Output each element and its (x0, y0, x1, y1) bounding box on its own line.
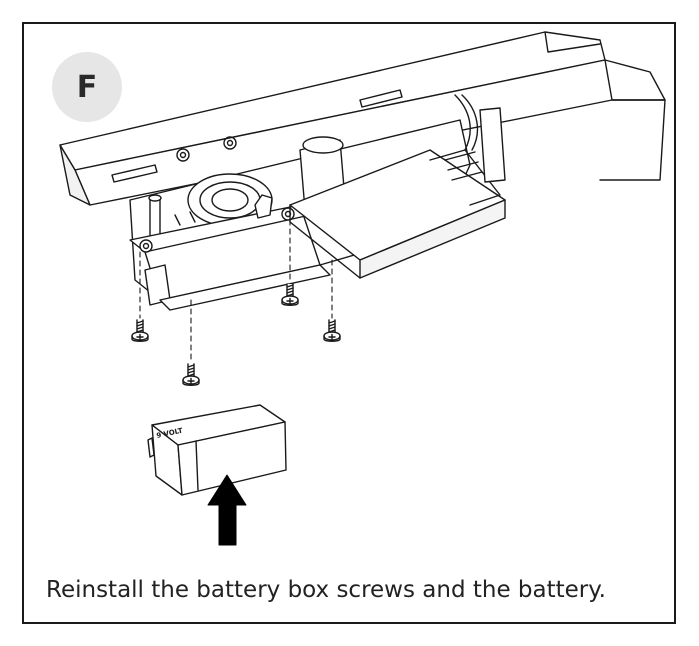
assembly-illustration: 9 VOLT (59, 31, 666, 546)
screw-icon (131, 319, 149, 342)
battery-box-bracket (144, 264, 331, 311)
screw-icon (182, 363, 200, 386)
step-badge: F (52, 52, 122, 122)
up-arrow-icon (207, 474, 247, 546)
alignment-guides (139, 219, 333, 363)
circuit-cover (289, 94, 506, 279)
instruction-caption: Reinstall the battery box screws and the… (46, 577, 606, 603)
battery: 9 VOLT (147, 404, 287, 496)
screw-icon (323, 319, 341, 342)
screw-icon (281, 283, 299, 306)
motor-housing-rail (59, 31, 666, 206)
step-label: F (76, 69, 98, 105)
